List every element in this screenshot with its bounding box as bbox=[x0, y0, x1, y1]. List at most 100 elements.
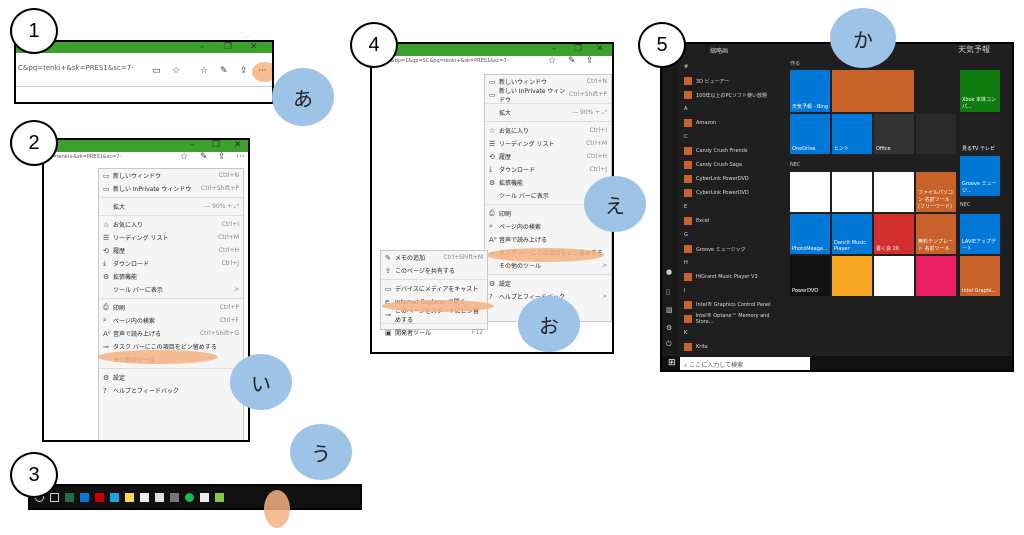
app-list-item[interactable]: Krita bbox=[684, 340, 784, 354]
folder-icon[interactable] bbox=[110, 492, 119, 502]
minimize-icon[interactable]: – bbox=[190, 140, 195, 150]
close-icon[interactable]: ✕ bbox=[596, 44, 604, 54]
more-button[interactable]: ··· bbox=[258, 66, 267, 76]
intel-graphics-tile[interactable]: Intel Graphi... bbox=[960, 256, 1000, 296]
app-list-item[interactable]: Groove ミュージック bbox=[684, 242, 784, 256]
menu-item[interactable]: ⚙設定 bbox=[485, 277, 611, 290]
minimize-icon[interactable]: – bbox=[552, 44, 557, 54]
app-list-item[interactable]: CyberLink PowerDVD bbox=[684, 172, 784, 186]
lavie-tile[interactable] bbox=[790, 172, 830, 212]
task-view-icon[interactable] bbox=[50, 492, 59, 502]
spotify-icon[interactable] bbox=[185, 492, 194, 502]
groove-tile[interactable]: Groove ミュージ... bbox=[960, 156, 1000, 196]
heart-tile[interactable] bbox=[874, 256, 914, 296]
notes-icon[interactable]: ✎ bbox=[568, 56, 576, 66]
maximize-icon[interactable]: ❐ bbox=[574, 44, 583, 54]
notes-icon[interactable]: ✎ bbox=[200, 152, 208, 162]
app-list-item[interactable]: Intel® Optane™ Memory and Stora... bbox=[684, 312, 784, 326]
pictures-icon[interactable]: ▨ bbox=[666, 306, 673, 314]
template-tile[interactable]: 無料テンプレート 名前ツール bbox=[916, 214, 956, 254]
app-list-item[interactable]: CyberLink PowerDVD bbox=[684, 186, 784, 200]
office-tile[interactable]: Office bbox=[874, 114, 914, 154]
documents-icon[interactable]: ▯ bbox=[666, 288, 670, 296]
address-bar[interactable]: C&pq=tenki+&sk=PRES1&sc=7- bbox=[18, 64, 134, 72]
settings-gear-tile[interactable] bbox=[832, 172, 872, 212]
reading-view-icon[interactable]: ▭ bbox=[152, 66, 161, 76]
app-list-item[interactable]: Intel® Graphics Control Panel bbox=[684, 298, 784, 312]
pc-iroha-tile[interactable] bbox=[874, 172, 914, 212]
menu-item[interactable]: その他のツール> bbox=[485, 259, 611, 272]
explorer-icon[interactable] bbox=[125, 492, 134, 502]
app-icon[interactable] bbox=[200, 492, 209, 502]
chat-tile[interactable] bbox=[832, 256, 872, 296]
file-tool-tile[interactable]: ファイルパソコン 名前ツール (フリーワード) bbox=[916, 172, 956, 212]
menu-item[interactable]: ⚙設定 bbox=[99, 371, 243, 384]
orange-wide-tile[interactable] bbox=[832, 70, 914, 112]
menu-item[interactable]: ⊸タスク バーにこの項目をピン留めする bbox=[99, 340, 243, 353]
menu-item[interactable]: 拡大— 90% + ⤢ bbox=[485, 106, 611, 119]
menu-item[interactable]: ⚙拡張機能 bbox=[485, 176, 611, 189]
media-icon[interactable] bbox=[170, 492, 179, 502]
minimize-icon[interactable]: – bbox=[200, 42, 205, 52]
store-icon[interactable] bbox=[140, 492, 149, 502]
favorite-star-icon[interactable]: ☆ bbox=[180, 152, 189, 162]
weather-tile[interactable]: 天気予報 - Bing bbox=[790, 70, 830, 112]
app-list-item[interactable]: Excel bbox=[684, 214, 784, 228]
menu-item[interactable]: ?ヘルプとフィードバック> bbox=[99, 384, 243, 397]
menu-item[interactable]: ツール バーに表示 bbox=[485, 189, 611, 202]
notes-icon[interactable]: ✎ bbox=[220, 66, 228, 76]
address-bar[interactable]: =LCTS&bp=1&qp=SC&pq=tenki+&sk=PRES1&sc=7… bbox=[374, 58, 509, 64]
share-icon[interactable]: ⇪ bbox=[586, 56, 594, 66]
app-list-item[interactable]: 100年以上のPCソフト使い放題 bbox=[684, 88, 784, 102]
more-button[interactable]: ··· bbox=[236, 152, 245, 162]
app-list-item[interactable]: HiGrand Music Player V3 bbox=[684, 270, 784, 284]
menu-item[interactable]: ⇪このページを共有する bbox=[381, 264, 487, 277]
menu-item[interactable]: ⎙印刷 bbox=[485, 207, 611, 220]
favorite-star-icon[interactable]: ☆ bbox=[548, 56, 557, 66]
settings-icon[interactable]: ⚙ bbox=[666, 324, 673, 332]
menu-item[interactable]: ⌕ページ内の検索 bbox=[485, 220, 611, 233]
power-icon[interactable]: ⏻ bbox=[666, 340, 672, 348]
tip-tile[interactable]: ヒント bbox=[832, 114, 872, 154]
address-bar[interactable]: pq=tenki+&sk=PRES1&sc=7- bbox=[46, 154, 122, 160]
windows-start-icon[interactable]: ⊞ bbox=[668, 358, 676, 368]
camera-tile[interactable] bbox=[916, 256, 956, 296]
close-icon[interactable]: ✕ bbox=[250, 42, 258, 52]
maximize-icon[interactable]: ❐ bbox=[224, 42, 233, 52]
excel-icon[interactable] bbox=[65, 492, 74, 502]
menu-item[interactable]: 拡大— 90% + ⤢ bbox=[99, 200, 243, 213]
pinned-page-icon[interactable] bbox=[215, 492, 224, 502]
app-list-item[interactable]: Candy Crush Friends bbox=[684, 144, 784, 158]
app-list-item[interactable]: Amazon bbox=[684, 116, 784, 130]
tv-tile[interactable]: 見るTV テレビ bbox=[960, 114, 1000, 154]
menu-item[interactable]: ツール バーに表示> bbox=[99, 283, 243, 296]
antivirus-icon[interactable] bbox=[95, 492, 104, 502]
powerdvd-tile[interactable]: PowerDVD bbox=[790, 256, 830, 296]
close-icon[interactable]: ✕ bbox=[234, 140, 242, 150]
onedrive-tile[interactable]: OneDrive bbox=[790, 114, 830, 154]
user-icon[interactable]: ● bbox=[666, 268, 673, 276]
maximize-icon[interactable]: ❐ bbox=[212, 140, 221, 150]
lavie-update-tile[interactable]: LAVIEアップデート bbox=[960, 214, 1000, 254]
favorites-icon[interactable]: ☆ bbox=[200, 66, 209, 76]
photos-icon[interactable] bbox=[155, 492, 164, 502]
writing-tile[interactable]: 書く会 26 bbox=[874, 214, 914, 254]
app-list-item[interactable]: 3D ビューアー bbox=[684, 74, 784, 88]
menu-item[interactable]: ▭デバイスにメディアをキャスト bbox=[381, 282, 487, 295]
